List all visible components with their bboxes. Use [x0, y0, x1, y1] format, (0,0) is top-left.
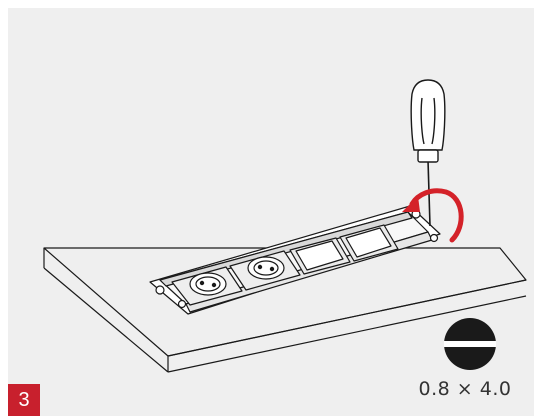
step-number-badge: 3	[8, 384, 40, 416]
screwdriver-size-label: 0.8 × 4.0	[418, 378, 512, 400]
blank-module-2	[339, 224, 399, 262]
mounting-screw-left-2	[177, 299, 187, 309]
socket-module-2	[229, 250, 301, 291]
mounting-screw-right-2	[429, 233, 439, 243]
mounting-screw-left	[155, 285, 165, 295]
blank-module-1	[289, 237, 351, 275]
socket-strip	[149, 205, 441, 315]
rotation-arrow	[402, 188, 464, 243]
screwdriver	[410, 79, 446, 227]
socket-module-1	[171, 266, 243, 306]
flat-screwdriver-tip-icon	[444, 318, 496, 370]
